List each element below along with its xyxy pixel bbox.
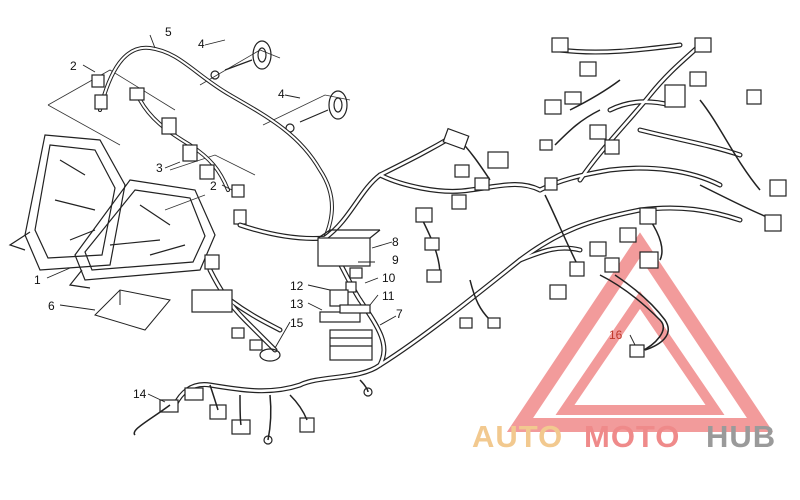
watermark-moto: MOTO	[584, 419, 680, 454]
relay-module	[317, 229, 381, 361]
main-harness-outer	[172, 42, 743, 408]
decal-sheet	[94, 289, 171, 331]
lower-branch-wires	[133, 379, 369, 441]
callout-9: 9	[392, 253, 399, 267]
bulb-sockets	[91, 74, 247, 225]
watermark-auto: AUTO	[472, 419, 563, 454]
callout-3: 3	[156, 161, 163, 175]
callout-4-lower: 4	[278, 87, 285, 101]
callout-6: 6	[48, 299, 55, 313]
guide-lines	[47, 49, 351, 211]
harness-connectors	[415, 37, 787, 358]
callout-4-upper: 4	[198, 37, 205, 51]
callout-1: 1	[34, 273, 41, 287]
headlight-subharness	[98, 45, 334, 240]
watermark-logo-triangle	[506, 232, 774, 432]
callout-16: 16	[609, 328, 623, 342]
subharness-16	[614, 274, 669, 351]
adjuster-knob-lower	[285, 90, 348, 133]
callout-15: 15	[290, 316, 304, 330]
watermark-hub: HUB	[706, 419, 776, 454]
callout-10: 10	[382, 271, 396, 285]
leader-lines	[46, 34, 636, 403]
watermark-logo-text: AUTO MOTO HUB	[472, 419, 776, 454]
headlight-left	[8, 134, 126, 271]
callout-7: 7	[396, 307, 403, 321]
grommet-ring	[259, 348, 281, 362]
adjuster-knob-upper	[210, 40, 272, 80]
callout-11: 11	[382, 289, 395, 303]
callout-14: 14	[133, 387, 147, 401]
lower-harness-connectors	[159, 254, 373, 445]
callout-5: 5	[165, 25, 172, 39]
callout-12: 12	[290, 279, 304, 293]
headlight-right	[68, 179, 216, 289]
callout-8: 8	[392, 235, 399, 249]
callout-2-lower: 2	[210, 179, 217, 193]
callout-2-upper: 2	[70, 59, 77, 73]
main-harness-inner	[173, 43, 742, 407]
callout-13: 13	[290, 297, 304, 311]
